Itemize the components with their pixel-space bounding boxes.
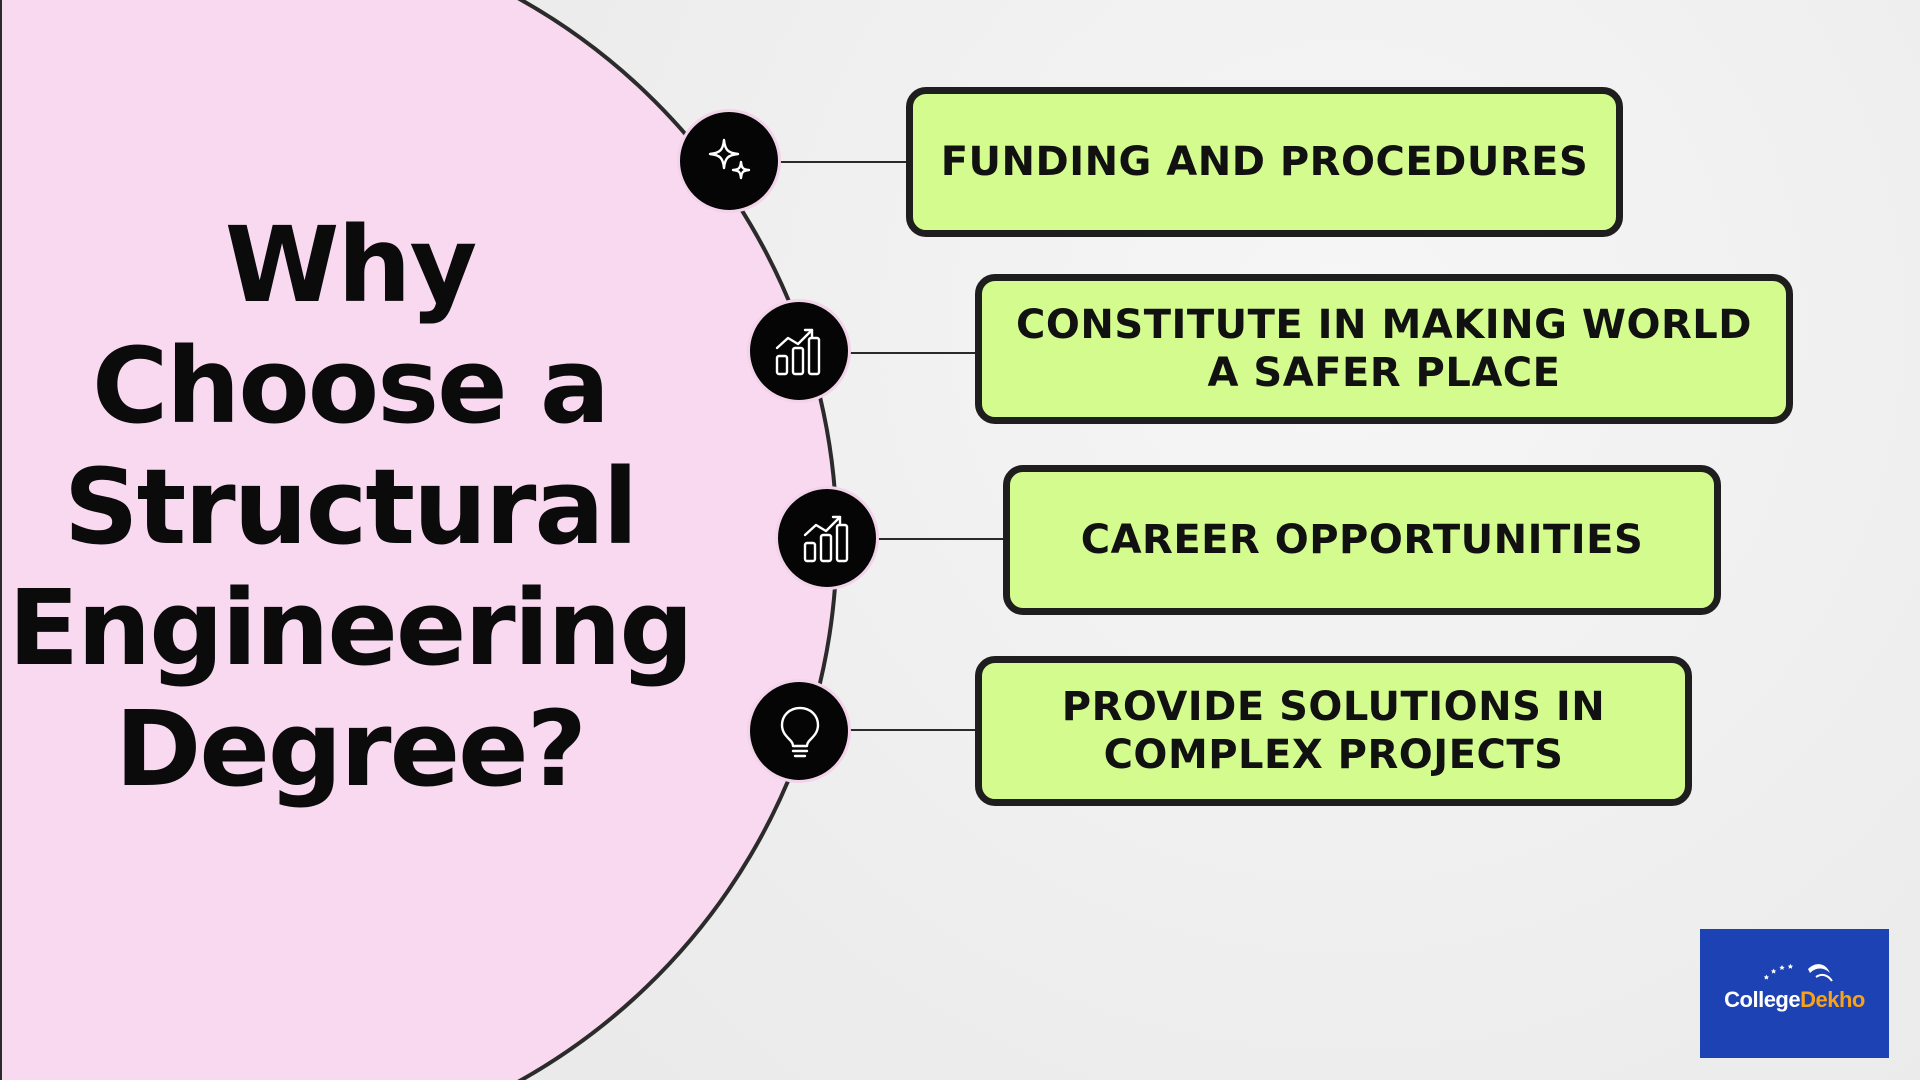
connector-line — [850, 352, 978, 354]
reason-card: PROVIDE SOLUTIONS IN COMPLEX PROJECTS — [975, 656, 1692, 806]
reason-card: CONSTITUTE IN MAKING WORLD A SAFER PLACE — [975, 274, 1793, 424]
connector-line — [878, 538, 1006, 540]
item-icon-badge — [747, 299, 851, 403]
item-icon-badge — [775, 486, 879, 590]
reason-card-label: CAREER OPPORTUNITIES — [1080, 517, 1644, 563]
reason-card-label: PROVIDE SOLUTIONS IN COMPLEX PROJECTS — [1061, 684, 1606, 778]
connector-line — [850, 729, 978, 731]
reason-card: CAREER OPPORTUNITIES — [1003, 465, 1721, 615]
growth-chart-icon — [803, 515, 849, 563]
reason-card-label: CONSTITUTE IN MAKING WORLD A SAFER PLACE — [1016, 302, 1752, 396]
title-line: Choose a — [91, 325, 610, 447]
connector-line — [780, 161, 908, 163]
item-icon-badge — [677, 109, 781, 213]
title-line: Structural — [63, 446, 638, 568]
lightbulb-icon — [780, 706, 820, 758]
sparkle-icon — [708, 138, 751, 180]
title-line: Engineering — [8, 567, 694, 689]
title-line: Why — [224, 204, 478, 326]
logo-wordmark: CollegeDekho — [1700, 987, 1889, 1013]
collegedekho-logo: CollegeDekho — [1700, 929, 1889, 1058]
reason-card-label: FUNDING AND PROCEDURES — [940, 139, 1589, 185]
title-line: Degree? — [115, 688, 587, 810]
growth-chart-icon — [775, 328, 821, 376]
logo-text-college: College — [1724, 987, 1801, 1012]
item-icon-badge — [747, 679, 851, 783]
reason-card: FUNDING AND PROCEDURES — [906, 87, 1623, 237]
page-title: Why Choose a Structural Engineering Degr… — [0, 205, 700, 810]
logo-text-dekho: Dekho — [1800, 987, 1865, 1012]
stars-icon — [1764, 963, 1833, 982]
